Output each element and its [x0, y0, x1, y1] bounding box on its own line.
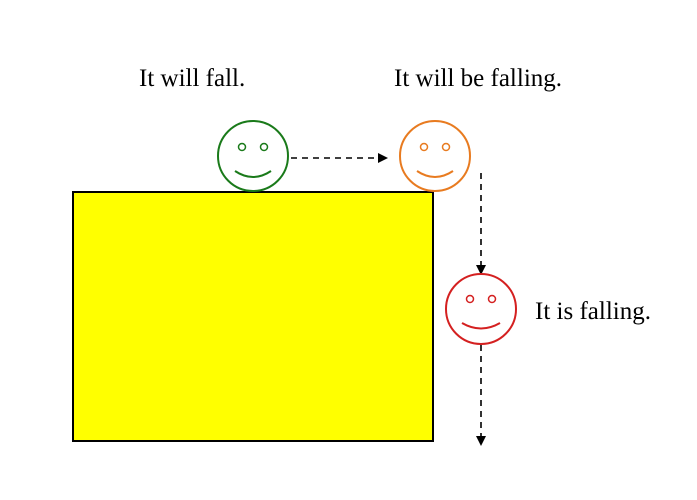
face-left-eye: [237, 142, 247, 152]
smiley-face-icon-will-fall: [217, 120, 289, 192]
label-will-be-falling: It will be falling.: [394, 65, 563, 92]
face-mouth: [461, 322, 501, 330]
face-right-eye: [259, 142, 269, 152]
face-outline: [217, 120, 289, 192]
face-left-eye: [465, 294, 475, 304]
label-will-fall: It will fall.: [139, 65, 246, 92]
face-outline: [399, 120, 471, 192]
face-right-eye: [487, 294, 497, 304]
face-mouth: [234, 170, 272, 178]
smiley-face-icon-is-falling: [445, 273, 517, 345]
face-left-eye: [419, 142, 429, 152]
face-outline: [445, 273, 517, 345]
label-is-falling: It is falling.: [535, 298, 651, 325]
face-right-eye: [441, 142, 451, 152]
yellow-block: [72, 191, 434, 442]
face-mouth: [416, 170, 454, 178]
smiley-face-icon-will-be-falling: [399, 120, 471, 192]
